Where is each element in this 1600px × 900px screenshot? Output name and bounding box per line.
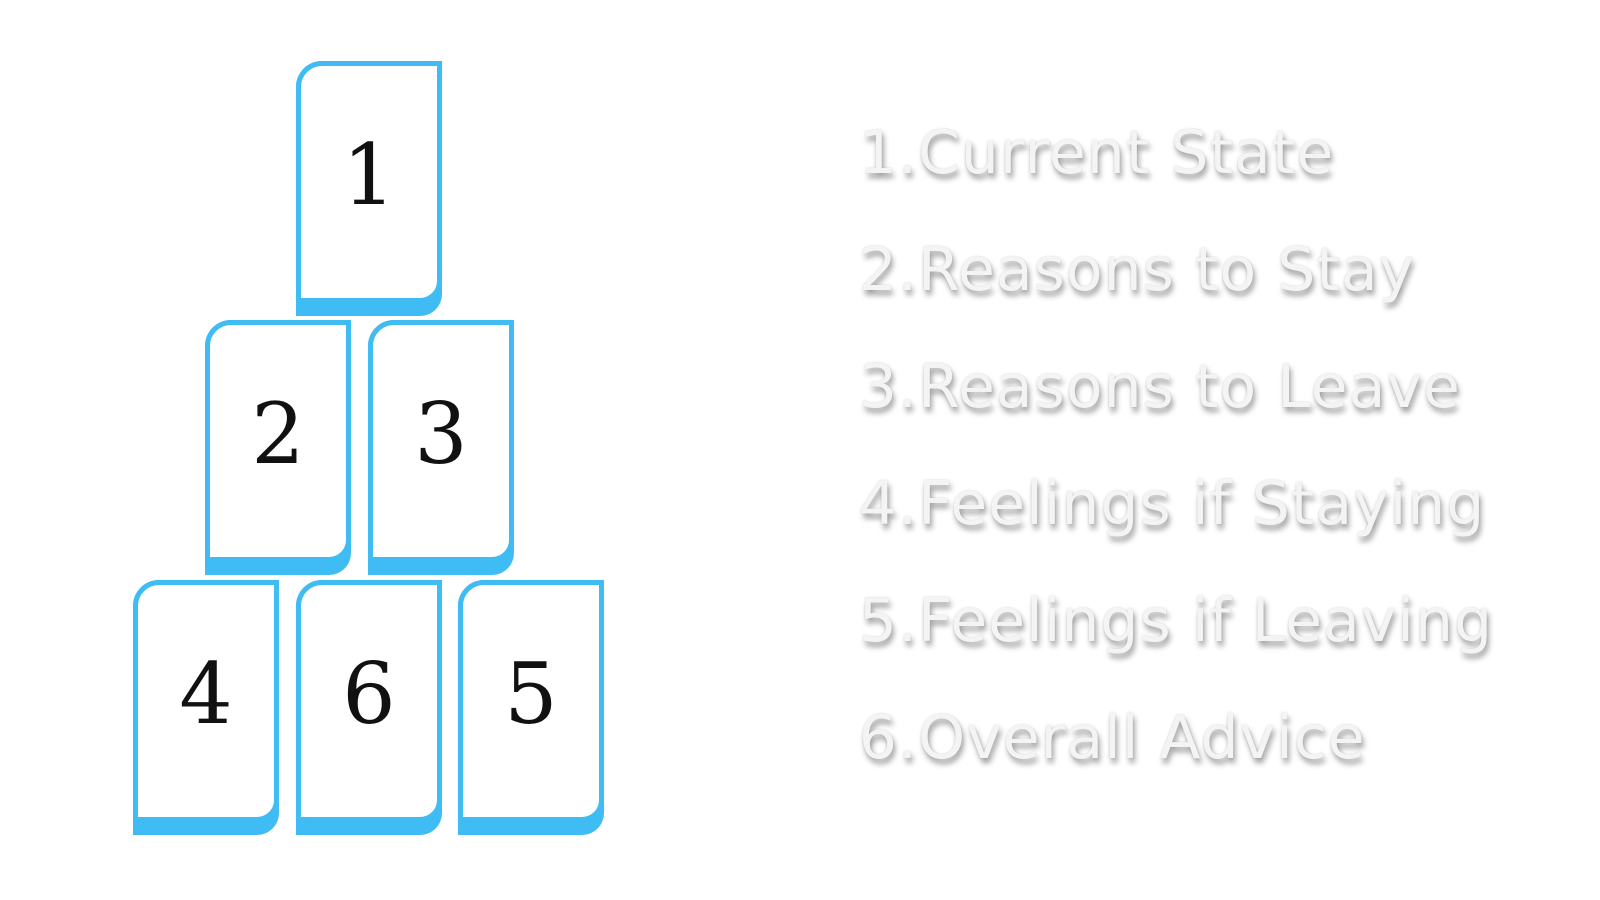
- card-face: [296, 61, 442, 303]
- card-number: 5: [504, 645, 558, 743]
- card-number: 4: [179, 645, 233, 743]
- legend-label: Reasons to Leave: [918, 352, 1461, 422]
- legend-item: 2. Reasons to Stay: [838, 235, 1578, 352]
- card-5: 5: [458, 580, 604, 835]
- legend-label: Feelings if Staying: [918, 469, 1486, 539]
- card-face: [205, 320, 351, 562]
- legend-number: 1.: [858, 118, 918, 188]
- legend-label: Overall Advice: [918, 703, 1366, 773]
- legend-item: 6. Overall Advice: [838, 703, 1578, 820]
- card-face: [458, 580, 604, 822]
- card-face: [133, 580, 279, 822]
- legend-number: 5.: [858, 586, 918, 656]
- card-number: 1: [342, 126, 396, 224]
- card-number: 2: [251, 385, 305, 483]
- legend-number: 6.: [858, 703, 918, 773]
- legend-item: 1. Current State: [838, 118, 1578, 235]
- legend-number: 2.: [858, 235, 918, 305]
- card-number: 3: [414, 385, 468, 483]
- card-number: 6: [342, 645, 396, 743]
- legend-item: 5. Feelings if Leaving: [838, 586, 1578, 703]
- card-6: 6: [296, 580, 442, 835]
- legend-item: 4. Feelings if Staying: [838, 469, 1578, 586]
- legend-item: 3. Reasons to Leave: [838, 352, 1578, 469]
- card-face: [368, 320, 514, 562]
- card-3: 3: [368, 320, 514, 575]
- legend-number: 4.: [858, 469, 918, 539]
- legend-label: Reasons to Stay: [918, 235, 1416, 305]
- card-face: [296, 580, 442, 822]
- legend-number: 3.: [858, 352, 918, 422]
- card-2: 2: [205, 320, 351, 575]
- position-legend: 1. Current State 2. Reasons to Stay 3. R…: [838, 118, 1578, 820]
- card-1: 1: [296, 61, 442, 316]
- card-4: 4: [133, 580, 279, 835]
- legend-label: Feelings if Leaving: [918, 586, 1494, 656]
- legend-label: Current State: [918, 118, 1335, 188]
